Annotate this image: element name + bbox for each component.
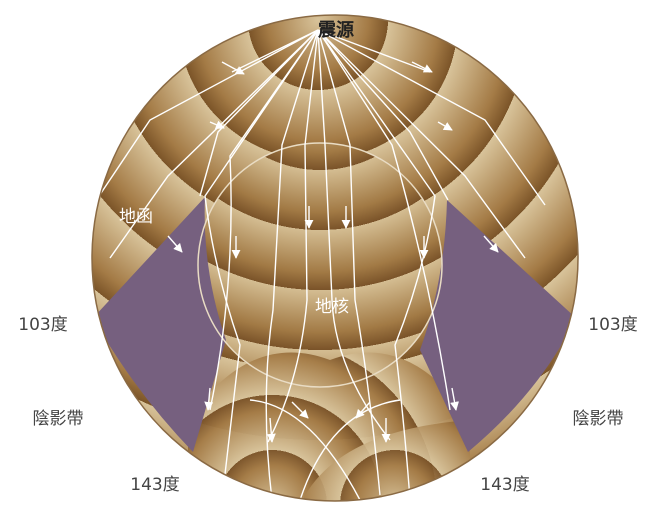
arrow-head	[450, 387, 459, 411]
ray	[199, 29, 319, 197]
angle-103-right-label: 103度	[588, 315, 637, 335]
arrow-head	[266, 417, 276, 443]
ray	[317, 29, 391, 441]
shadow-zone-right-label: 陰影帶	[573, 409, 624, 429]
arrow-head	[355, 401, 371, 419]
shadow-zones	[93, 197, 576, 452]
ray	[317, 29, 526, 259]
shadow-zone-right	[420, 200, 576, 452]
angle-143-right-label: 143度	[480, 475, 529, 495]
arrow-head	[483, 235, 499, 253]
core-layer	[198, 143, 442, 387]
ray	[317, 29, 431, 73]
ray-arrows	[167, 61, 499, 443]
ray	[317, 29, 451, 411]
angle-143-left-label: 143度	[130, 475, 179, 495]
arrow-head	[209, 120, 225, 129]
ray	[231, 29, 319, 73]
ray	[209, 29, 319, 411]
ray	[317, 29, 449, 201]
arrow-head	[221, 61, 245, 75]
ray	[109, 29, 319, 259]
ray	[299, 399, 401, 501]
arrow-head	[167, 235, 183, 253]
seismic-rays	[92, 29, 546, 501]
core-label: 地核	[315, 297, 349, 317]
ray	[204, 29, 319, 501]
angle-103-left-label: 103度	[18, 315, 67, 335]
ray	[265, 29, 319, 501]
arrow-head	[411, 61, 433, 73]
arrow-head	[291, 401, 309, 419]
ray	[249, 399, 361, 501]
core-boundary	[197, 142, 443, 388]
shadow-zone-left-label: 陰影帶	[33, 409, 84, 429]
mantle-label: 地函	[119, 207, 153, 227]
arrow-head	[204, 387, 214, 411]
ray	[92, 29, 319, 206]
arrow-head	[437, 121, 453, 131]
shadow-zone-left	[93, 197, 226, 452]
ray	[317, 29, 436, 501]
ray	[317, 29, 381, 496]
epicenter-label: 震源	[318, 19, 354, 41]
earth-boundary	[91, 14, 579, 502]
ray	[267, 29, 319, 443]
ray	[317, 29, 546, 206]
